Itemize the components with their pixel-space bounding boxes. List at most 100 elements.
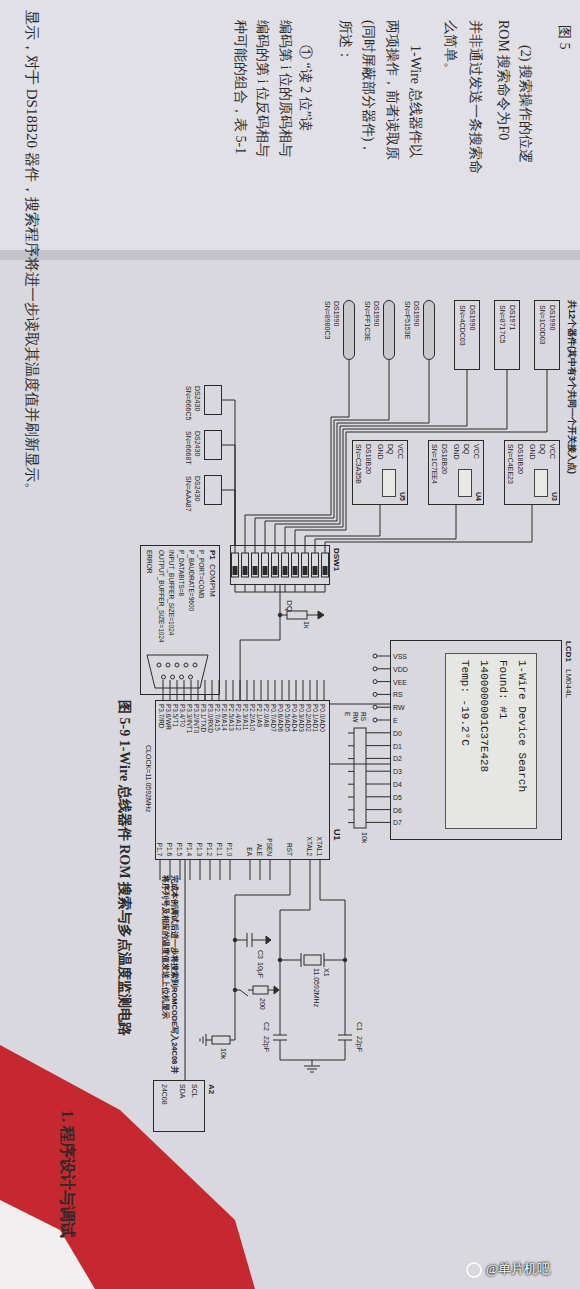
node-text: U4 [474, 492, 482, 501]
node-text: VCC [472, 444, 480, 459]
db9-pin [157, 663, 161, 667]
dip-switch-lever [233, 566, 238, 575]
annotation-text: 编码第 i 位的原码相与 [277, 20, 293, 157]
annotation-text: 1. 程序设计与调试 [58, 1110, 76, 1238]
node-text: P1.7 [156, 843, 163, 856]
node-text: DS1990 [412, 301, 420, 326]
node-text: VEE [393, 679, 407, 687]
node-text: RW [393, 704, 405, 712]
mcu-pin [290, 860, 291, 880]
dip-switch [232, 553, 239, 577]
annotation-text: 图 5 [556, 25, 572, 50]
eeprom-device: DS2430SN=666C5 [204, 385, 222, 415]
node-text: XTAL1 [316, 837, 323, 856]
lcd-pin [366, 809, 390, 810]
dip-switch [252, 553, 259, 577]
ground-symbol [307, 1069, 317, 1070]
db9-pin [175, 663, 179, 667]
node-text: XTAL2 [306, 837, 313, 856]
pin-end [373, 705, 377, 709]
annotation-text: (同时屏蔽部分器件)， [360, 20, 376, 155]
button-contact [240, 990, 248, 996]
wire-connector [265, 360, 429, 545]
resistor-symbol [212, 1036, 230, 1044]
sensor-display [458, 469, 472, 497]
node-text: P3.3/INT1 [186, 704, 193, 733]
wire-connector [275, 370, 467, 545]
mcu-pin [210, 860, 211, 880]
wire-connector [285, 370, 507, 545]
junction-dot [343, 958, 347, 962]
wire-connector [315, 505, 456, 545]
wire-connector [240, 585, 280, 700]
switch-pin [325, 585, 326, 592]
annotation-text: 11.0592MHz [312, 968, 320, 1007]
node-text: VCC [548, 444, 556, 459]
node-text: P1.6 [166, 843, 173, 856]
mcu-pin [270, 860, 271, 880]
switch-pin [285, 585, 286, 592]
switch-pin [245, 585, 246, 592]
resistor-symbol [253, 986, 268, 994]
node-text: D2 [393, 755, 402, 763]
facing-page [0, 0, 580, 252]
dip-switch-lever [283, 566, 288, 575]
annotation-text: CLOCK=11.0592MHz [144, 745, 152, 812]
wire-connector [255, 360, 389, 545]
ibutton-box: DS1990SN=4CDC03 [454, 300, 480, 370]
db9-pin [171, 675, 175, 679]
node-text: LM044L [564, 669, 573, 698]
db9-pin [189, 675, 193, 679]
switch-pin [315, 585, 316, 592]
mcu-pin [230, 860, 231, 880]
node-text: SDA [178, 1084, 186, 1098]
annotation-text: 么简单。 [442, 20, 458, 76]
switch-pin [305, 545, 306, 553]
mcu-pin [247, 680, 248, 700]
junction-dot [233, 988, 237, 992]
node-text: P3.4/T0 [179, 704, 186, 727]
mcu-pin [177, 680, 178, 700]
annotation-text: 22pF [355, 1036, 363, 1052]
junction-dot [278, 958, 282, 962]
mcu-pin [310, 860, 311, 880]
annotation-text: ① “读 2 位”读 [297, 45, 313, 131]
node-text: SN=FF1C3E [363, 301, 371, 341]
node-text: P1.3 [196, 843, 203, 856]
resistor-lead [206, 1040, 212, 1041]
dip-switch [302, 553, 309, 577]
node-text: 1-Wire Device Search [515, 660, 528, 792]
resistor-lead [307, 615, 318, 616]
node-text: VDD [393, 666, 408, 674]
lcd-pin [366, 796, 390, 797]
node-text: SN=6668T [184, 431, 192, 465]
node-text: D5 [393, 794, 402, 802]
lcd-pin [366, 732, 390, 733]
mcu-pin [191, 680, 192, 700]
ground-symbol [206, 1034, 207, 1046]
node-text: VSS [393, 653, 407, 661]
node-text: DS2430 [193, 431, 201, 456]
node-text: DS18B20 [516, 444, 524, 474]
mcu-pin [226, 680, 227, 700]
node-text: D1 [393, 743, 402, 751]
switch-pin [325, 545, 326, 553]
node-text: D0 [393, 730, 402, 738]
switch-pin [255, 585, 256, 592]
annotation-text: 1k [302, 621, 310, 628]
node-text: P3.6/WR [165, 704, 172, 730]
node-text: P2.5/A13 [228, 704, 235, 731]
node-text: 24C08 [160, 1084, 168, 1105]
mcu-pin [275, 680, 276, 700]
sensor-display [534, 469, 548, 497]
node-text: A2 [207, 1084, 216, 1094]
ground-symbol [310, 1072, 314, 1073]
annotation-text: @单片机吧 [486, 1262, 550, 1277]
node-text: SN=AAA87 [184, 476, 192, 512]
switch-pin [315, 545, 316, 553]
node-text: D7 [393, 819, 402, 827]
resistor-pack-pin [348, 797, 354, 798]
node-text: DS1990 [468, 305, 476, 330]
eeprom-chip: A224C08SCLSDA [153, 1080, 205, 1132]
